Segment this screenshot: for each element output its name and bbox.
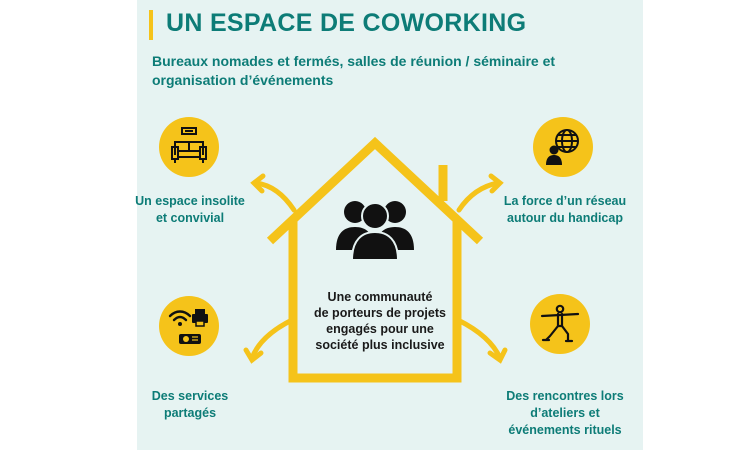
house-outline [266, 136, 484, 245]
label-force-reseau: La force d’un réseau autour du handicap [503, 194, 627, 225]
yoga-pose-icon [540, 304, 580, 343]
subtitle-line-1: Bureaux nomades et fermés, salles de réu… [152, 53, 556, 69]
label-rencontres: Des rencontres lors d’ateliers et événem… [506, 389, 624, 437]
arrow-bottom-right [455, 317, 503, 361]
title-accent-bar [149, 10, 153, 40]
page-title: UN ESPACE DE COWORKING [166, 9, 527, 37]
network-circle [533, 117, 593, 177]
events-circle [530, 294, 590, 354]
page-subtitle: Bureaux nomades et fermés, salles de réu… [152, 52, 622, 90]
arrow-top-left [253, 180, 297, 213]
label-espace-insolite: Un espace insolite et convivial [135, 194, 245, 225]
center-line-4: société plus inclusive [315, 338, 445, 352]
subtitle-line-2: organisation d’événements [152, 72, 334, 88]
services-circle [159, 296, 219, 356]
center-community-text: Une communauté de porteurs de projets en… [305, 289, 455, 353]
arrow-top-right [456, 180, 501, 213]
arrow-bottom-left [249, 317, 295, 361]
center-line-1: Une communauté [327, 290, 433, 304]
center-line-2: de porteurs de projets [314, 306, 446, 320]
sofa-circle [159, 117, 219, 177]
sofa-icon [171, 127, 207, 163]
wifi-printer-projector-icon [168, 309, 208, 344]
globe-person-icon [546, 129, 579, 165]
label-services-partages: Des services partagés [151, 389, 229, 420]
house-walls [288, 220, 462, 383]
center-line-3: engagés pour une [326, 322, 434, 336]
